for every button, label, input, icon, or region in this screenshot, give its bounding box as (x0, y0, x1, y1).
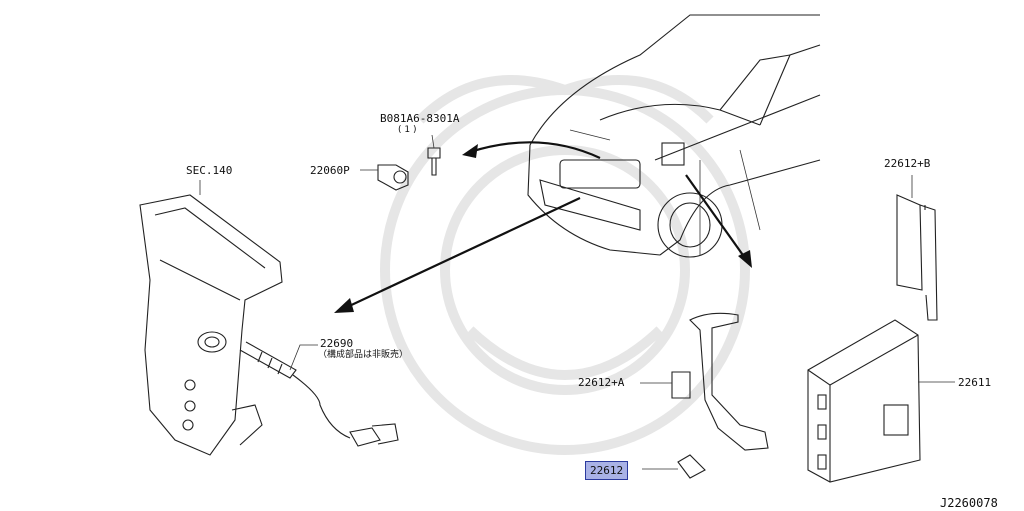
vehicle-illustration (527, 14, 821, 258)
label-22690-note: （構成部品は非販売） (318, 350, 409, 360)
exhaust-manifold-part (139, 180, 283, 456)
bracket-a-part (640, 312, 769, 451)
oxygen-sensor-part (239, 341, 399, 447)
pointer-arrows (334, 141, 752, 313)
watermark-emblem (380, 75, 750, 455)
label-22611: 22611 (958, 376, 992, 389)
knock-sensor-part (360, 134, 441, 191)
ecm-unit-part (807, 319, 955, 483)
diagram-id: J2260078 (940, 496, 998, 510)
clip-part (642, 454, 706, 479)
label-22612b: 22612+B (884, 157, 931, 170)
label-bolt-code: B081A6-8301A (380, 112, 460, 125)
label-sec140: SEC.140 (186, 164, 233, 177)
label-bolt-qty: ( 1 ) (398, 125, 417, 135)
label-22612-highlighted[interactable]: 22612 (585, 461, 629, 480)
label-22612a: 22612+A (578, 376, 625, 389)
label-22060p: 22060P (310, 164, 350, 177)
label-22690: 22690 (320, 337, 354, 350)
bracket-b-part (896, 175, 938, 321)
